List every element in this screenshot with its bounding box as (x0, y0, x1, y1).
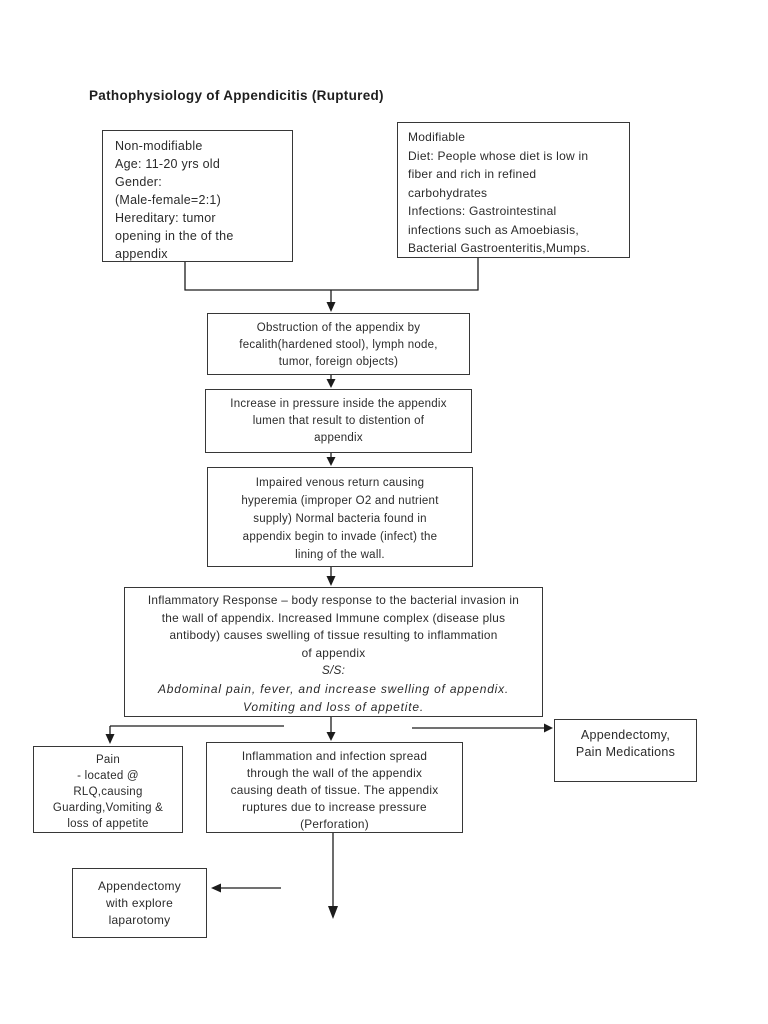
arrow-obstruction-to-pressure (326, 375, 336, 388)
text-line: lumen that result to distention of (252, 415, 425, 427)
box-appendectomy-laparotomy: Appendectomy with explore laparotomy (72, 868, 207, 938)
text-line: appendix (115, 247, 168, 261)
text-line: (Male-female=2:1) (115, 193, 222, 207)
text-line: appendix (314, 432, 363, 444)
text-line: ruptures due to increase pressure (242, 800, 427, 814)
text-line: through the wall of the appendix (246, 766, 423, 780)
text-line: Guarding,Vomiting & (52, 802, 164, 814)
text-line: Gender: (115, 175, 162, 189)
box-increased-pressure: Increase in pressure inside the appendix… (205, 389, 472, 453)
text-line: Modifiable (408, 130, 466, 144)
text-line: Obstruction of the appendix by (256, 322, 421, 334)
text-line: supply) Normal bacteria found in (253, 513, 427, 525)
text-line: Inflammatory Response – body response to… (147, 593, 520, 607)
text-line: infections such as Amoebiasis, (408, 222, 579, 237)
text-line: laparotomy (108, 913, 171, 927)
text-line: RLQ,causing (73, 786, 143, 798)
text-line: the wall of appendix. Increased Immune c… (161, 610, 506, 625)
text-line: Age: 11-20 yrs old (115, 157, 221, 171)
arrow-pressure-to-impaired (326, 453, 336, 466)
text-line: fecalith(hardened stool), lymph node, (239, 339, 438, 351)
text-line: of appendix (301, 645, 366, 660)
text-line: Increase in pressure inside the appendix (230, 398, 447, 410)
text-line: fiber and rich in refined (408, 167, 537, 181)
text-line: tumor, foreign objects) (278, 356, 399, 368)
text-line: Non-modifiable (115, 139, 203, 153)
page-title: Pathophysiology of Appendicitis (Rupture… (89, 88, 384, 103)
text-line: carbohydrates (408, 185, 488, 200)
box-obstruction: Obstruction of the appendix by fecalith(h… (207, 313, 470, 375)
text-line: Inflammation and infection spread (241, 749, 428, 763)
arrow-inflammatory-to-appendectomy-meds (412, 723, 553, 733)
text-line: Hereditary: tumor (115, 211, 216, 225)
arrow-perforation-down (328, 833, 338, 919)
arrow-to-laparotomy (211, 883, 281, 893)
text-line: loss of appetite (67, 818, 149, 830)
text-line: Impaired venous return causing (255, 477, 425, 489)
text-line: - located @ (77, 770, 139, 782)
text-line: opening in the of the (115, 229, 234, 243)
box-inflammatory-response: Inflammatory Response – body response to… (124, 587, 543, 717)
signs-symptoms-label: S/S: (321, 663, 346, 677)
text-line: Bacterial Gastroenteritis,Mumps. (408, 241, 591, 255)
text-line: Infections: Gastrointestinal (408, 204, 557, 218)
text-line: Vomiting and loss of appetite. (243, 699, 424, 714)
arrow-impaired-to-inflammatory (326, 567, 336, 586)
text-line: Pain (95, 754, 121, 766)
inflammatory-description: Inflammatory Response – body response to… (125, 592, 542, 662)
text-line: Abdominal pain, fever, and increase swel… (157, 681, 510, 696)
signs-symptoms-text: Abdominal pain, fever, and increase swel… (125, 680, 542, 716)
text-line: Pain Medications (575, 744, 676, 759)
text-line: with explore (105, 896, 174, 910)
text-line: (Perforation) (300, 817, 369, 831)
text-line: appendix begin to invade (infect) the (242, 531, 438, 543)
text-line: antibody) causes swelling of tissue resu… (169, 628, 498, 642)
box-impaired-venous-return: Impaired venous return causing hyperemia … (207, 467, 473, 567)
connector-causes-merge (184, 258, 479, 312)
arrow-inflammatory-to-perforation (326, 717, 336, 741)
box-appendectomy-pain-medications: Appendectomy, Pain Medications (554, 719, 697, 782)
text-line: lining of the wall. (295, 549, 385, 561)
text-line: causing death of tissue. The appendix (230, 783, 439, 797)
box-perforation: Inflammation and infection spread through… (206, 742, 463, 833)
text-line: Diet: People whose diet is low in (408, 148, 589, 163)
connector-inflammatory-to-pain (105, 725, 284, 744)
text-line: hyperemia (improper O2 and nutrient (241, 495, 439, 507)
text-line: Appendectomy, (580, 728, 671, 742)
text-line: Appendectomy (97, 879, 182, 893)
